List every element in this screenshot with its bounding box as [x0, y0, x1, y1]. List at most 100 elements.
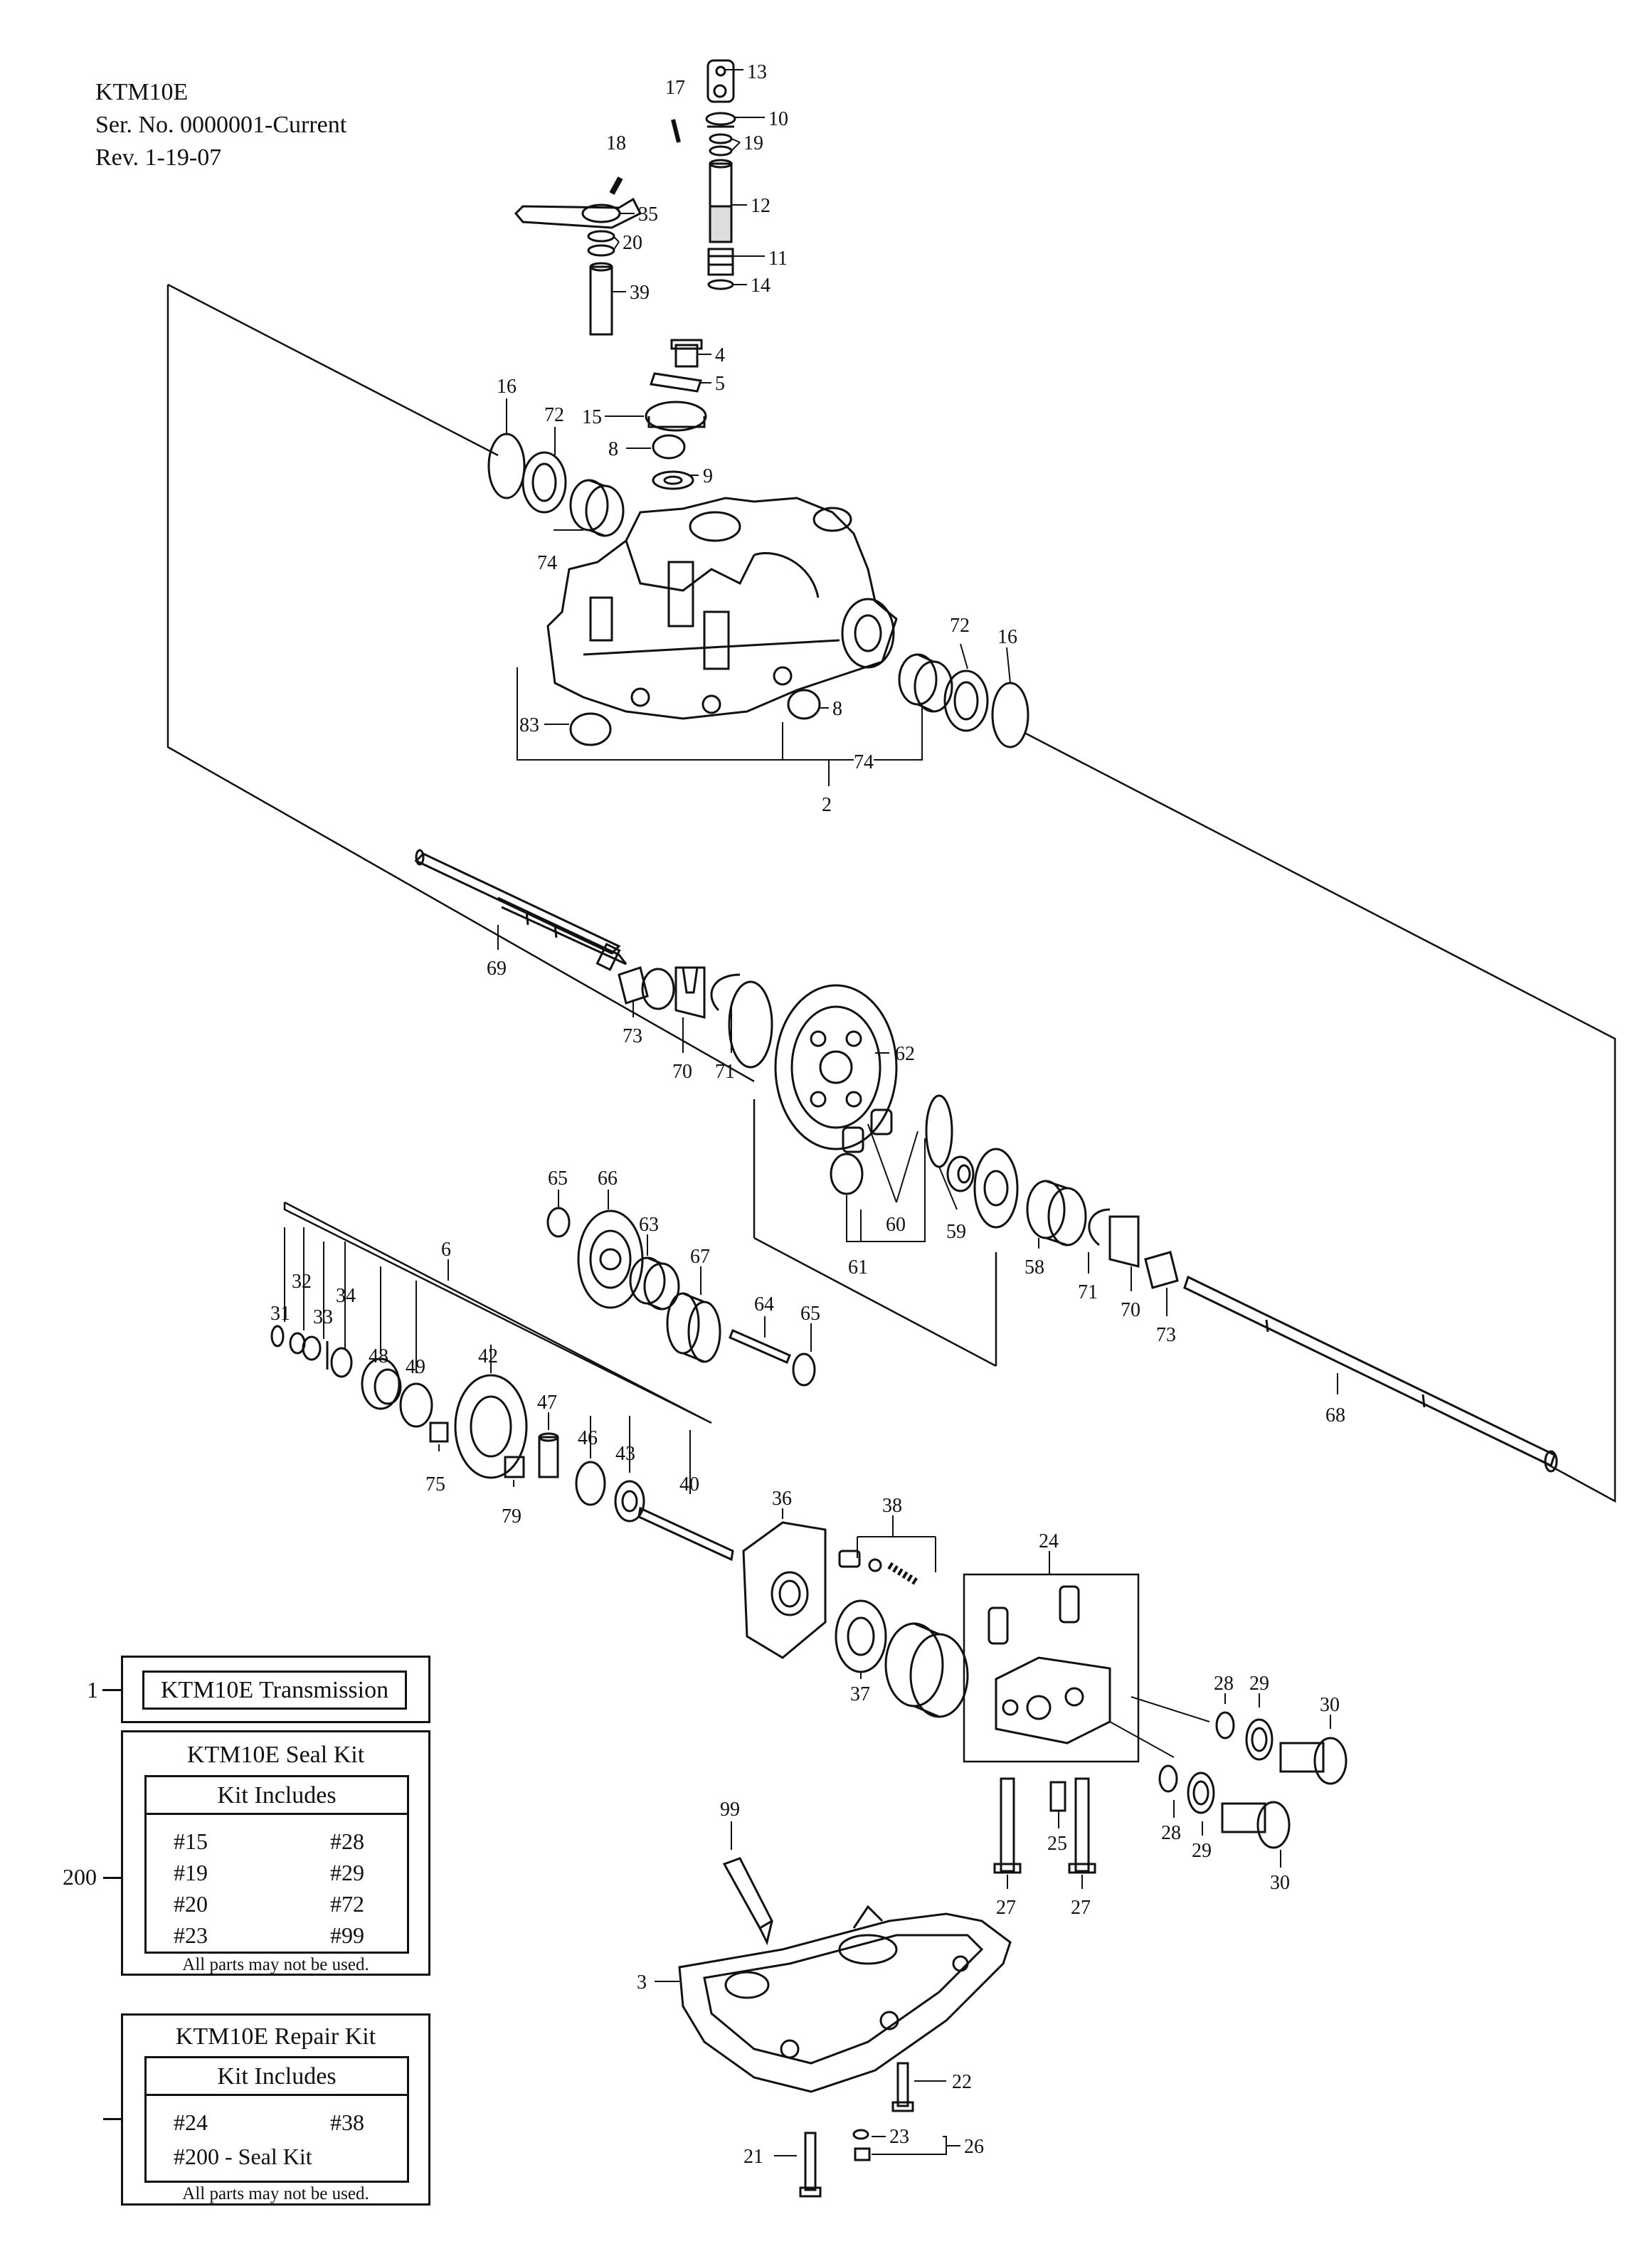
- callout-18: 18: [606, 132, 626, 154]
- part-24-box-illustration: [963, 1573, 1210, 1763]
- seal-kit-item: #29: [330, 1860, 364, 1885]
- callout-83: 83: [519, 714, 539, 736]
- repair-kit-inner-box: Kit Includes #24 #38 #200 - Seal Kit: [144, 2056, 409, 2183]
- serial-number: Ser. No. 0000001-Current: [95, 112, 347, 138]
- callout-11: 11: [768, 248, 788, 270]
- callout-35: 35: [638, 203, 658, 226]
- center-section-illustration: [742, 1521, 969, 1718]
- callout-65: 65: [548, 1168, 568, 1190]
- callout-2: 2: [822, 794, 832, 816]
- callout-69: 69: [487, 958, 507, 980]
- repair-kit-title: KTM10E Repair Kit: [175, 2023, 376, 2050]
- transmission-label: KTM10E Transmission: [160, 1677, 389, 1703]
- seal-kit-ref-number: 200: [63, 1864, 97, 1890]
- transmission-box: KTM10E Transmission: [121, 1656, 430, 1723]
- seal-kit-item: #20: [174, 1891, 208, 1917]
- pump-shaft-components-illustration: [270, 1325, 734, 1562]
- seal-kit-item: #15: [174, 1828, 208, 1854]
- callout-58: 58: [1024, 1256, 1044, 1278]
- callout-73: 73: [1156, 1324, 1176, 1346]
- callout-17: 17: [665, 77, 685, 99]
- repair-kit-ref-tick: [103, 2118, 121, 2120]
- parts-73-70-71-left-illustration: [618, 966, 741, 1019]
- callout-38: 38: [882, 1495, 902, 1517]
- bolts-illustration: [993, 1777, 1096, 1874]
- callout-70: 70: [1121, 1299, 1140, 1321]
- callout-16: 16: [997, 626, 1017, 648]
- callout-36: 36: [772, 1488, 792, 1510]
- alignment-lines: [166, 283, 1616, 1503]
- callout-20: 20: [623, 232, 642, 254]
- fittings-illustration: [1158, 1711, 1347, 1849]
- callout-27: 27: [996, 1897, 1016, 1919]
- callout-6: 6: [441, 1239, 451, 1261]
- callout-29: 29: [1249, 1673, 1269, 1695]
- callout-28: 28: [1161, 1822, 1181, 1844]
- seal-kit-title: KTM10E Seal Kit: [186, 1742, 365, 1768]
- callout-74: 74: [854, 751, 874, 773]
- model-title: KTM10E: [95, 79, 189, 105]
- main-housing-illustration: [546, 497, 898, 746]
- callout-46: 46: [578, 1427, 598, 1449]
- callout-28: 28: [1214, 1673, 1234, 1695]
- callout-19: 19: [743, 132, 763, 154]
- axle-69-illustration: [414, 849, 628, 971]
- callout-8: 8: [608, 438, 618, 460]
- callout-61: 61: [848, 1256, 868, 1278]
- part-13-illustration: [671, 59, 736, 290]
- callout-33: 33: [313, 1306, 333, 1328]
- callout-15: 15: [582, 406, 602, 428]
- callout-72: 72: [950, 615, 970, 637]
- callout-59: 59: [946, 1221, 966, 1243]
- callout-29: 29: [1192, 1840, 1212, 1862]
- seal-kit-item: #19: [174, 1860, 208, 1885]
- seal-kit-item: #23: [174, 1922, 208, 1948]
- callout-12: 12: [751, 195, 771, 217]
- seal-kit-item: #28: [330, 1828, 364, 1854]
- seal-kit-item: #99: [330, 1922, 364, 1948]
- seal-kit-box: KTM10E Seal Kit Kit Includes #15 #19 #20…: [121, 1730, 430, 1976]
- callout-72: 72: [544, 404, 564, 426]
- callout-65: 65: [800, 1303, 820, 1325]
- callout-40: 40: [679, 1473, 699, 1495]
- callout-66: 66: [598, 1168, 618, 1190]
- repair-kit-item: #200 - Seal Kit: [174, 2144, 312, 2169]
- part-35-illustration: [514, 176, 642, 336]
- callout-63: 63: [639, 1214, 659, 1236]
- callout-30: 30: [1320, 1694, 1340, 1716]
- callout-67: 67: [690, 1246, 710, 1268]
- callout-32: 32: [292, 1271, 312, 1293]
- repair-kit-note: All parts may not be used.: [182, 2184, 369, 2203]
- callout-99: 99: [720, 1799, 740, 1821]
- callout-21: 21: [743, 2146, 763, 2168]
- callout-49: 49: [406, 1356, 425, 1378]
- transmission-ref-number: 1: [87, 1677, 98, 1703]
- seal-kit-item: #72: [330, 1891, 364, 1917]
- transmission-inner-box: KTM10E Transmission: [142, 1671, 407, 1710]
- callout-73: 73: [623, 1025, 642, 1047]
- repair-kit-item: #24: [174, 2109, 208, 2135]
- callout-39: 39: [630, 282, 650, 304]
- callout-9: 9: [703, 465, 713, 487]
- callout-31: 31: [270, 1303, 290, 1325]
- callout-60: 60: [886, 1214, 906, 1236]
- callout-75: 75: [425, 1473, 445, 1495]
- sealant-tube-illustration: [722, 1857, 773, 1946]
- callout-42: 42: [478, 1345, 498, 1367]
- seal-kit-inner-box: Kit Includes #15 #19 #20 #23 #28 #29 #72…: [144, 1775, 409, 1954]
- seal-kit-divider: [147, 1813, 407, 1815]
- bottom-bolts-illustration: [799, 2062, 914, 2198]
- repair-kit-item: #38: [330, 2109, 364, 2135]
- differential-gears-illustration: [728, 980, 1019, 1229]
- revision-date: Rev. 1-19-07: [95, 144, 222, 171]
- callout-4: 4: [715, 344, 725, 366]
- callout-34: 34: [336, 1285, 356, 1307]
- repair-kit-box: KTM10E Repair Kit Kit Includes #24 #38 #…: [121, 2013, 430, 2206]
- seal-kit-ref-tick: [103, 1877, 121, 1879]
- leader-lines: [284, 69, 1338, 2156]
- repair-kit-subtitle: Kit Includes: [217, 2063, 337, 2090]
- callout-13: 13: [747, 61, 767, 83]
- callout-37: 37: [850, 1683, 870, 1705]
- transmission-ref-tick: [102, 1689, 121, 1691]
